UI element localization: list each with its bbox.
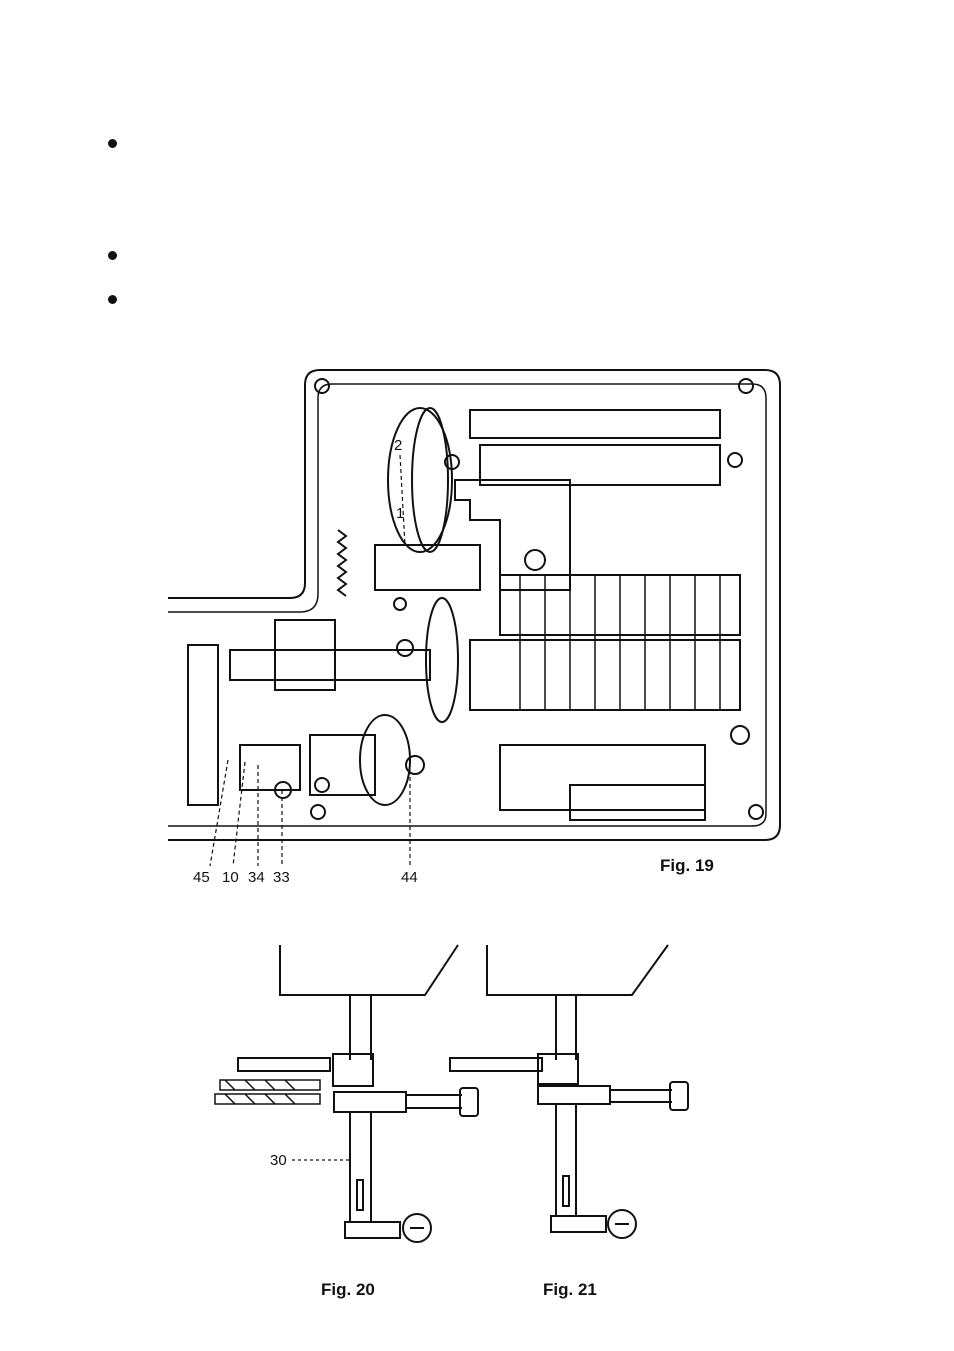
fig21-caption: Fig. 21 [543, 1280, 597, 1300]
